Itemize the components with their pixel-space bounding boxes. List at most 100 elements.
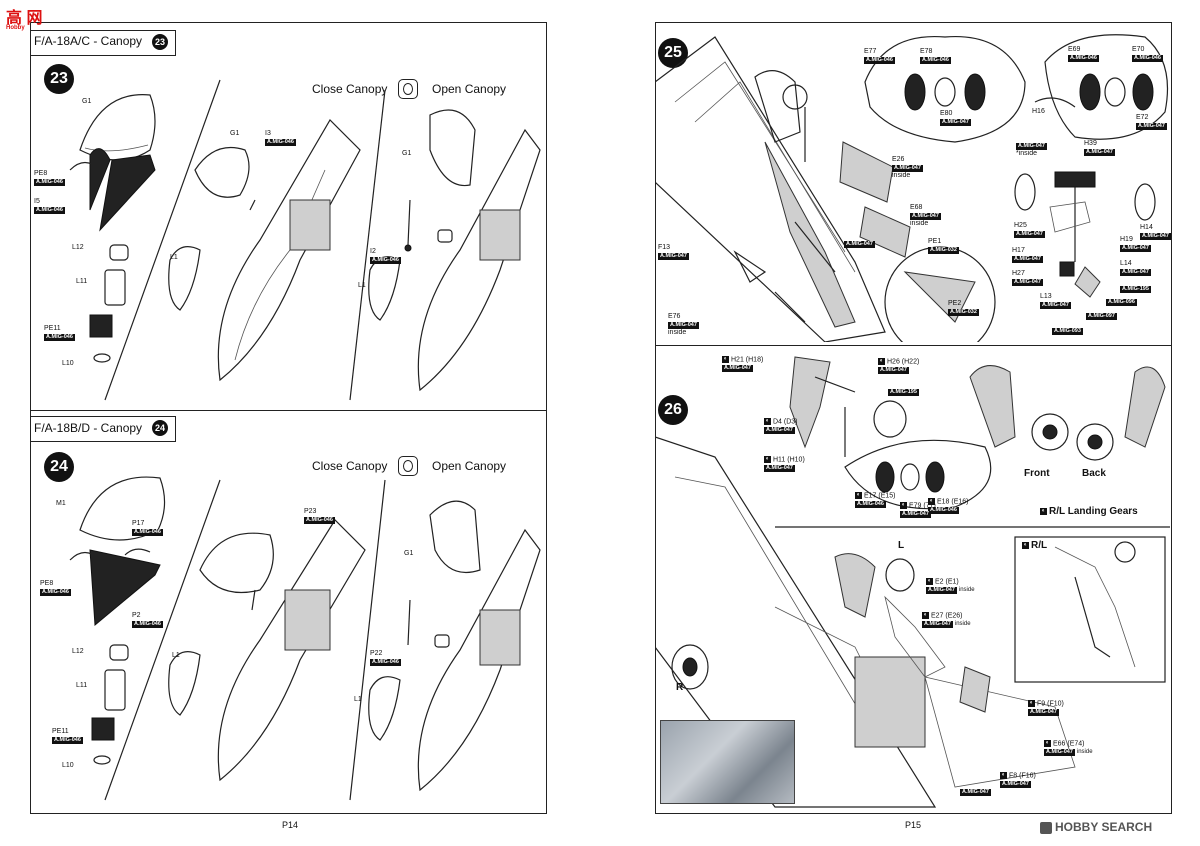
- part-note: inside: [958, 587, 975, 594]
- paint-code: A.MIG-047: [1044, 749, 1075, 757]
- paint-code: A.MIG-047: [1136, 123, 1167, 130]
- rl-inset-text: R/L: [1031, 540, 1048, 552]
- paint-code: A.MIG-046: [40, 589, 71, 596]
- part-name: G1: [402, 150, 412, 157]
- part-name: L1: [354, 696, 362, 703]
- watermark-icon: [1040, 821, 1052, 834]
- part-l1-a2: L1: [358, 282, 366, 290]
- part-name: H16: [1032, 108, 1045, 115]
- rl-inset-label: ◐R/L: [1022, 540, 1048, 552]
- part-name: H17: [1012, 247, 1025, 254]
- section-a-title: F/A-18A/C - Canopy: [34, 34, 143, 48]
- part-name: E26: [892, 156, 905, 163]
- paint-code: A.MIG-047: [1028, 709, 1059, 717]
- part-name-text: E17 (E15): [864, 492, 896, 500]
- paint-code: A.MIG-046: [34, 179, 65, 186]
- paint-code: A.MIG-047: [764, 465, 795, 473]
- paint-code: A.MIG-047: [910, 213, 941, 220]
- part-l11-a: L11: [76, 278, 87, 286]
- part-g1-b: G1: [404, 550, 413, 558]
- r-l-icon: ◐: [928, 498, 935, 505]
- part-name-text: F9 (F10): [1037, 700, 1064, 708]
- part-name: L14: [1120, 260, 1132, 267]
- right-page-number: P15: [905, 820, 922, 830]
- step-24-number: 24: [44, 452, 74, 482]
- r-l-icon: ◐: [1022, 542, 1029, 549]
- part-name: H25: [1014, 222, 1027, 229]
- paint-code: A.MIG-047: [658, 253, 689, 260]
- close-canopy-label-b: Close Canopy: [312, 459, 388, 473]
- step-24-drawing: [69, 476, 541, 801]
- right-section-divider: [655, 345, 1172, 346]
- part-name: ◐H26 (H22): [878, 358, 919, 366]
- site-logo-glyphs: 高 网: [6, 10, 43, 27]
- part-note: inside: [910, 220, 929, 227]
- paint-code: A.MIG-046: [132, 621, 163, 628]
- open-canopy-label-a: Open Canopy: [432, 82, 507, 96]
- paint-code: A.MIG-047: [922, 621, 953, 629]
- paint-code: A.MIG-046: [265, 139, 296, 146]
- part-e2: ◐E2 (E1)A.MIG-047 inside: [926, 578, 975, 595]
- part-name: P17: [132, 520, 145, 527]
- close-canopy-label-a: Close Canopy: [312, 82, 388, 96]
- part-l1-a: L1: [170, 254, 178, 262]
- part-name: E77: [864, 48, 877, 55]
- r-l-icon: ◐: [1044, 740, 1051, 747]
- right-page: 25 E7: [600, 0, 1200, 846]
- step-26-drawing: [655, 356, 1170, 808]
- paint-code: A.MIG-047: [1012, 256, 1043, 263]
- part-name: PE8: [34, 170, 48, 177]
- part-name: L12: [72, 648, 84, 655]
- part-note: inside: [668, 329, 687, 336]
- paint-code: A.MIG-047: [926, 587, 957, 595]
- paint-code: A.MIG-047: [722, 365, 753, 373]
- step-23-drawing: [69, 79, 541, 401]
- paint-code: A.MIG-195: [1120, 286, 1151, 293]
- part-name: ◐D4 (D3): [764, 418, 798, 426]
- section-a-header: [30, 30, 176, 56]
- paint-code: A.MIG-047: [1012, 279, 1043, 286]
- part-name-text: D4 (D3): [773, 418, 798, 426]
- part-name: I5: [34, 198, 40, 205]
- paint-code: A.MIG-047: [1084, 149, 1115, 156]
- step-25-number: 25: [658, 38, 688, 68]
- paint-code: A.MIG-046: [1132, 55, 1163, 62]
- part-name-text: E2 (E1): [935, 578, 959, 586]
- part-f9: ◐F9 (F10)A.MIG-047: [1028, 700, 1064, 717]
- site-logo-sub: Hobby: [6, 25, 25, 31]
- paint-code: A.MIG-047: [900, 511, 931, 519]
- paint-code: A.MIG-047: [960, 789, 991, 796]
- site-logo: 高 网 Hobby: [6, 4, 74, 31]
- part-name: PE8: [40, 580, 54, 587]
- r-l-icon: ◐: [900, 502, 907, 509]
- part-name: ◐F8 (F16): [1000, 772, 1036, 780]
- part-name: E80: [940, 110, 953, 117]
- paint-code: A.MIG-047: [844, 241, 875, 248]
- part-l12-a: L12: [72, 244, 84, 252]
- part-d4: ◐D4 (D3)A.MIG-047: [764, 418, 798, 435]
- part-name: G1: [404, 550, 414, 557]
- r-l-icon: ◐: [722, 356, 729, 363]
- paint-code: A.MIG-047: [1014, 231, 1045, 238]
- part-name: ◐E79 (71): [900, 502, 936, 510]
- part-l10-b: L10: [62, 762, 74, 770]
- paint-code: A.MIG-046: [370, 257, 401, 264]
- watermark-text: HOBBY SEARCH: [1055, 820, 1153, 834]
- part-name: ◐H11 (H10): [764, 456, 805, 464]
- open-canopy-label-b: Open Canopy: [432, 459, 507, 473]
- part-name: H14: [1140, 224, 1153, 231]
